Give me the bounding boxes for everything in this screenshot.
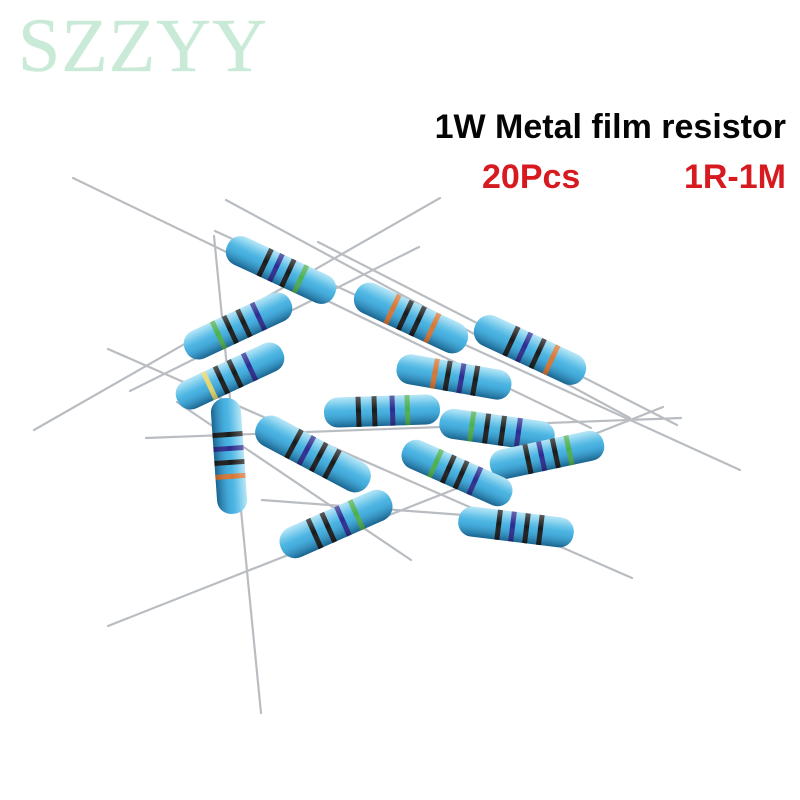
resistor-leads [32,176,742,715]
brand-watermark: SZZYY [18,4,268,88]
product-title: 1W Metal film resistor [434,108,786,146]
quantity-label: 20Pcs [482,158,581,196]
resistor-bodies [175,236,605,559]
resistance-range-label: 1R-1M [683,158,786,196]
